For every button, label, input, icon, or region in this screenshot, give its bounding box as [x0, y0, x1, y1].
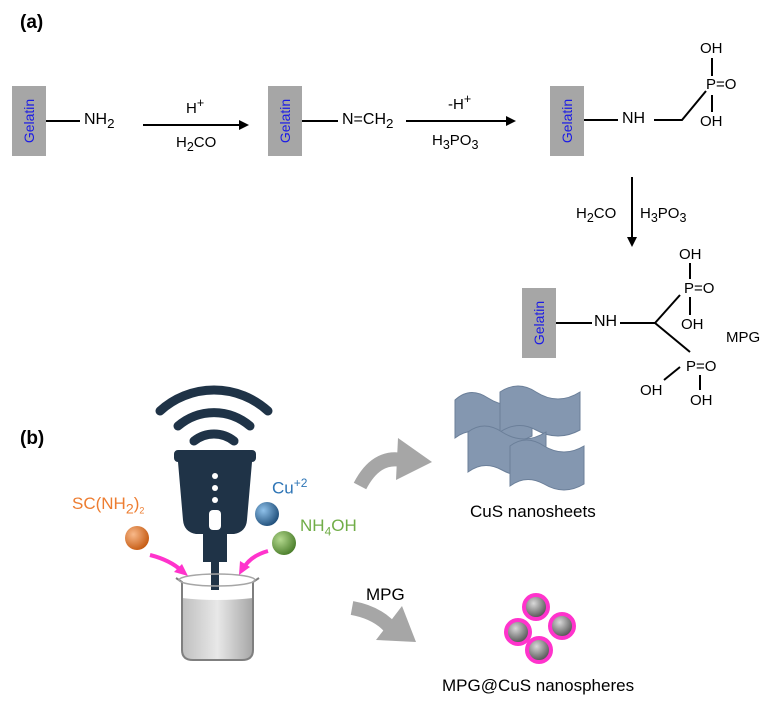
gelatin-box-3: Gelatin — [550, 86, 584, 156]
nh-group-step3: NH — [622, 110, 646, 127]
gray-arrow-up-icon — [353, 438, 432, 490]
mpg-arrow-label: MPG — [366, 585, 405, 604]
oh-bottom-step3: OH — [700, 113, 723, 130]
gelatin-box-4: Gelatin — [522, 288, 556, 358]
copper-ion-label: Cu+2 — [272, 476, 308, 498]
oh1-mpg: OH — [679, 246, 702, 263]
oh-top-step3: OH — [700, 40, 723, 57]
cus-nanosheets-caption: CuS nanosheets — [470, 502, 596, 521]
reagent-minus-h-plus: -H+ — [448, 92, 472, 113]
oh3-mpg: OH — [640, 382, 663, 399]
mpg-label: MPG — [726, 329, 761, 346]
nh4oh-ball-icon — [272, 531, 296, 555]
bond-ch-p1 — [654, 294, 681, 324]
sc-ball-icon — [125, 526, 149, 550]
beaker-icon — [175, 573, 260, 661]
oh4-mpg: OH — [690, 392, 713, 409]
sonicator-probe-icon — [174, 450, 256, 590]
amine-group: NH2 — [84, 111, 115, 132]
mpg-cus-nanospheres-caption: MPG@CuS nanospheres — [442, 676, 635, 695]
gelatin-label: Gelatin — [531, 300, 547, 346]
oh2-mpg: OH — [681, 316, 704, 333]
cu-ball-icon — [255, 502, 279, 526]
magenta-arrowhead-left — [174, 564, 188, 576]
gelatin-label: Gelatin — [21, 98, 37, 144]
panel-a-label: (a) — [20, 12, 44, 33]
reagent-phosphorous-acid-1: H3PO3 — [432, 132, 479, 152]
thiourea-label: SC(NH2)2 — [72, 494, 145, 518]
gelatin-box-1: Gelatin — [12, 86, 46, 156]
cus-nanosheets-icon — [454, 385, 585, 491]
gelatin-label: Gelatin — [277, 98, 293, 144]
bond-ch2-p — [654, 90, 707, 121]
po2-mpg: P=O — [686, 358, 717, 375]
po1-mpg: P=O — [684, 280, 715, 297]
nh-group-mpg: NH — [594, 313, 618, 330]
bond-p2-oh-left — [663, 366, 681, 381]
reagent-phosphorous-acid-2: H3PO3 — [640, 205, 687, 225]
magenta-arrowhead-right — [239, 561, 250, 575]
bond-ch-p2 — [654, 322, 691, 353]
gray-arrow-down-icon — [350, 601, 416, 642]
po-step3: P=O — [706, 76, 737, 93]
reagent-h-plus: H+ — [186, 96, 205, 117]
gelatin-label: Gelatin — [559, 98, 575, 144]
ultrasound-waves-icon — [155, 385, 273, 446]
mpg-cus-nanospheres-icon — [504, 593, 576, 664]
gelatin-box-2: Gelatin — [268, 86, 302, 156]
ammonium-hydroxide-label: NH4OH — [300, 516, 357, 539]
panel-b-label: (b) — [20, 428, 45, 449]
reagent-formaldehyde-1: H2CO — [176, 134, 217, 154]
imine-group: N=CH2 — [342, 111, 394, 132]
reagent-formaldehyde-2: H2CO — [576, 205, 617, 225]
